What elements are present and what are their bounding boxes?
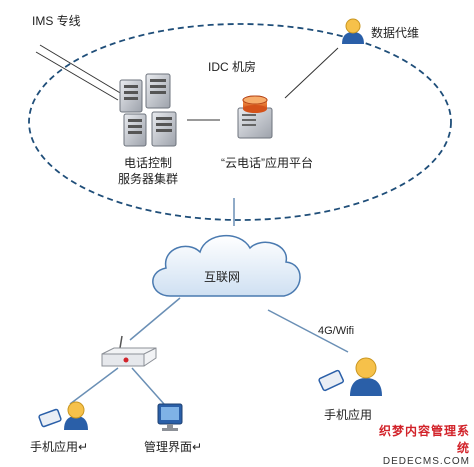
mobile-app-right-label: 手机应用: [324, 408, 373, 422]
router-mobile-link: [69, 367, 119, 405]
internet-cloud-icon: [152, 234, 301, 297]
internet-router-link: [129, 297, 181, 341]
mobile-user-left-icon: [38, 401, 88, 430]
mobile-user-right-icon: [318, 357, 382, 396]
link-4g-label: 4G/Wifi: [318, 325, 355, 337]
server-cluster-label-line2: 服务器集群: [117, 172, 178, 186]
idc-boundary: [28, 23, 452, 221]
watermark-line1: 织梦内容管理系统: [378, 424, 470, 455]
data-agent-person-icon: [342, 18, 364, 44]
admin-ui-label: 管理界面↵: [144, 440, 203, 454]
agent-to-platform-line: [284, 47, 339, 99]
watermark-line2: DEDECMS.COM: [382, 456, 470, 467]
mobile-app-left-label: 手机应用↵: [30, 440, 89, 454]
router-admin-link: [131, 367, 165, 405]
cloud-platform-label: “云电话”应用平台: [221, 156, 313, 170]
internet-label: 互联网: [204, 270, 241, 284]
cloud-platform-server-icon: [237, 95, 273, 139]
server-cluster-icon: [119, 73, 177, 147]
internet-mobile-link: [267, 309, 349, 353]
data-agent-label: 数据代维: [371, 26, 420, 40]
admin-monitor-icon: [157, 403, 183, 431]
watermark: 织梦内容管理系统 DEDECMS.COM: [370, 422, 470, 467]
ims-line-1: [39, 44, 123, 95]
ims-line-2: [35, 51, 119, 101]
ims-line-label: IMS 专线: [32, 14, 81, 28]
idc-room-label: IDC 机房: [208, 60, 257, 74]
router-icon: [101, 335, 157, 367]
server-cluster-label-line1: 电话控制: [123, 156, 172, 170]
